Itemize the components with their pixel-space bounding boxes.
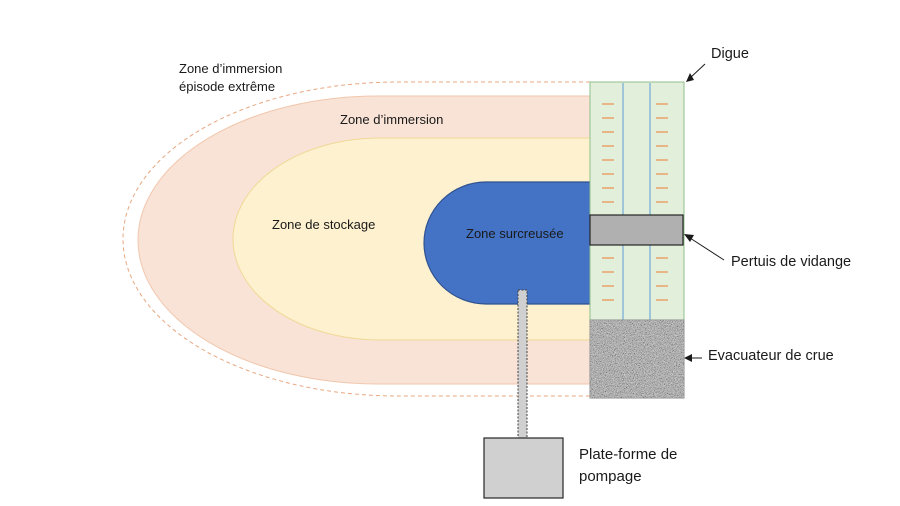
label-surcreusee: Zone surcreusée [466, 226, 564, 241]
pertuis-de-vidange [589, 214, 684, 246]
pertuis-arrow [689, 237, 725, 261]
label-immersion: Zone d’immersion [340, 112, 444, 127]
label-digue: Digue [711, 46, 749, 62]
digue-arrowhead [686, 73, 694, 82]
label-evacuateur: Evacuateur de crue [708, 348, 834, 364]
label-stockage: Zone de stockage [272, 217, 376, 232]
label-plateforme-1: Plate-forme de [579, 446, 678, 463]
plate-forme-de-pompage [483, 437, 564, 499]
pompage-conduite [517, 289, 528, 439]
digue-arrow [689, 63, 706, 79]
surcreusee-zone [423, 181, 593, 305]
label-immersion-extreme-1: Zone d’immersion [179, 61, 283, 76]
evacuateur-arrowhead [684, 354, 692, 362]
label-plateforme-2: pompage [579, 468, 642, 485]
digue-ticks [602, 103, 668, 301]
evacuateur-de-crue [589, 319, 685, 399]
label-pertuis: Pertuis de vidange [731, 254, 852, 270]
label-immersion-extreme-2: épisode extrême [179, 79, 276, 94]
pertuis-arrowhead [684, 234, 694, 242]
